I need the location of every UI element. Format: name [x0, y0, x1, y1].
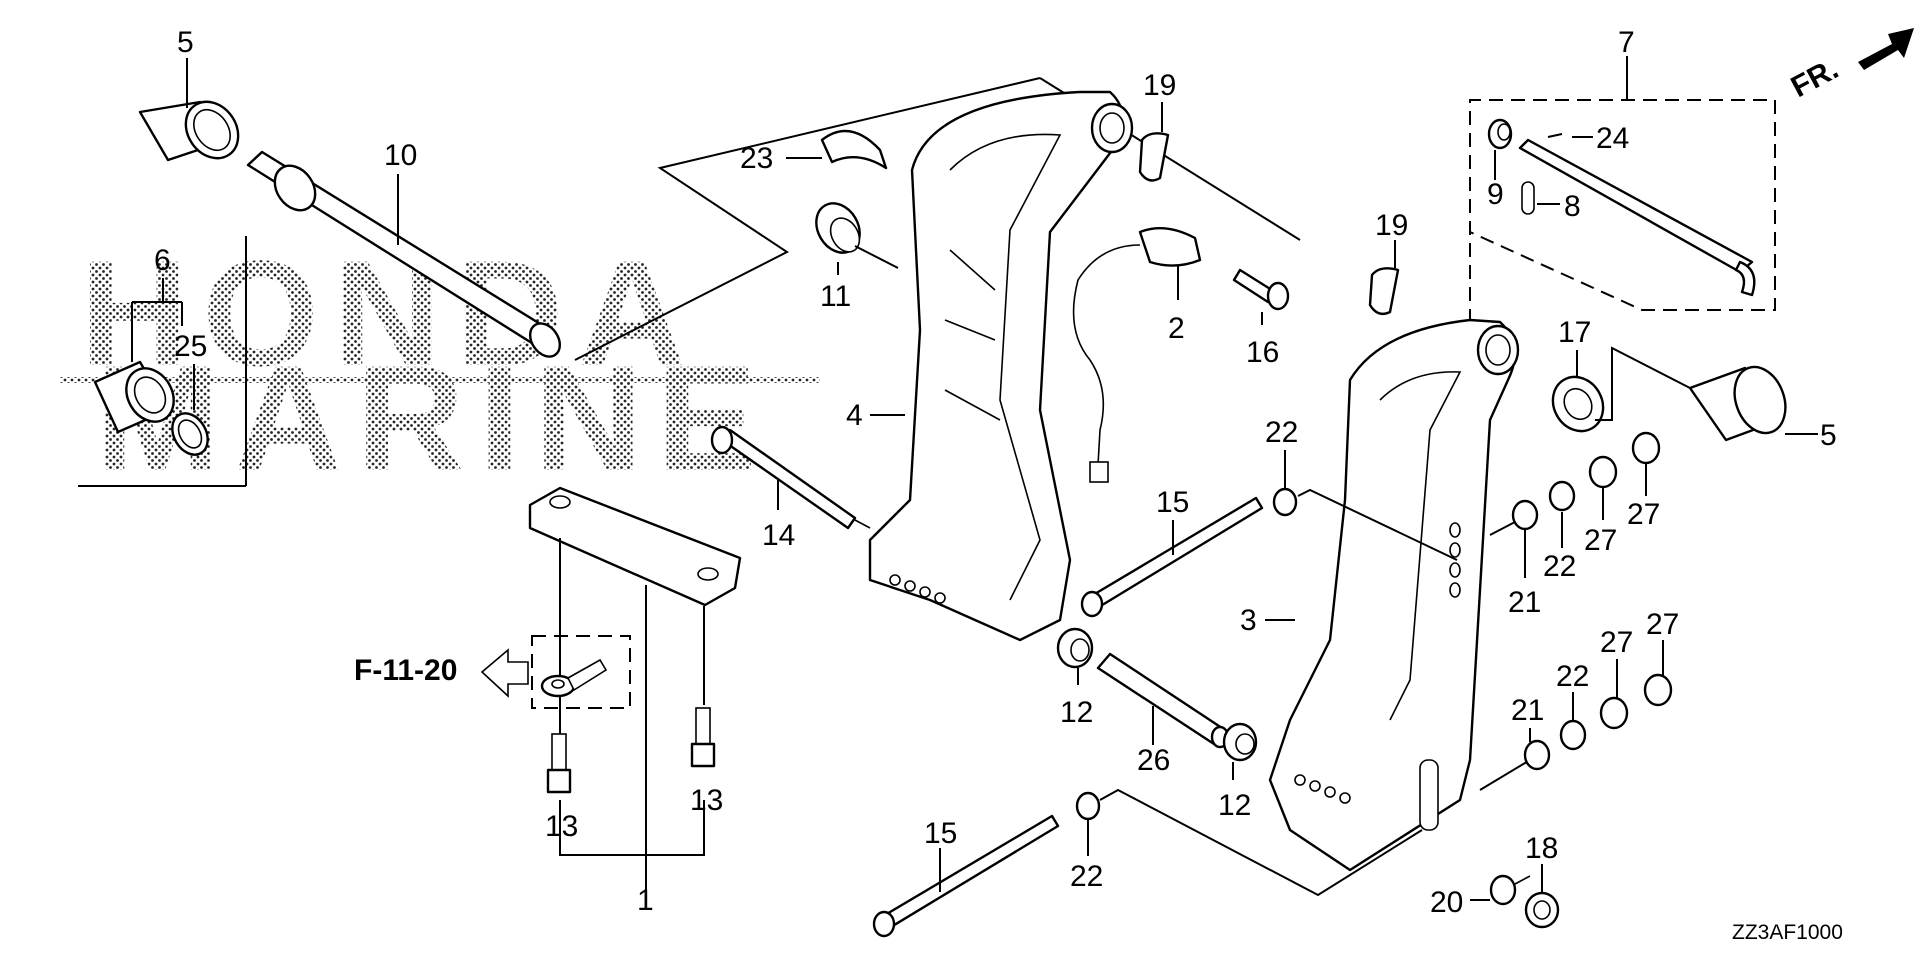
part-5-cap-left — [138, 58, 240, 162]
callout-13-left: 13 — [545, 810, 578, 843]
callout-26: 26 — [1137, 744, 1170, 777]
callout-15-upper: 15 — [1156, 486, 1189, 519]
part-26-pipe — [1096, 652, 1230, 749]
part-4-stern-bracket-left — [868, 90, 1134, 642]
part-25-o-ring — [171, 412, 209, 456]
hardware-stack-upper — [1489, 431, 1661, 578]
watermark-line1: HONDA — [80, 229, 700, 397]
callout-27-d: 27 — [1646, 608, 1679, 641]
front-arrow-icon — [1858, 28, 1914, 70]
callout-8: 8 — [1564, 190, 1581, 223]
callout-27-b: 27 — [1627, 498, 1660, 531]
watermark-line2: MARINE — [95, 334, 771, 502]
callout-20: 20 — [1430, 886, 1463, 919]
callout-12-upper: 12 — [1060, 696, 1093, 729]
callout-5: 5 — [177, 26, 194, 59]
callout-14: 14 — [762, 519, 795, 552]
part-7-tilt-lever-set — [1469, 56, 1776, 345]
arrow-left-icon — [480, 648, 529, 698]
callout-17: 17 — [1558, 316, 1591, 349]
callout-27-c: 27 — [1600, 626, 1633, 659]
front-label: FR. — [1786, 52, 1844, 104]
callout-2: 2 — [1168, 312, 1185, 345]
part-22-washer-upper — [1272, 450, 1458, 561]
part-14-bolt — [710, 425, 871, 530]
inset-frame — [78, 236, 247, 487]
callout-18: 18 — [1525, 832, 1558, 865]
part-3-stern-bracket-right — [1265, 318, 1520, 872]
part-10-swivel-shaft — [246, 150, 562, 358]
part-11-bushing — [815, 202, 899, 275]
callout-27-a: 27 — [1584, 524, 1617, 557]
part-13-bolt-right — [690, 707, 716, 768]
part-20-washer — [1470, 874, 1531, 906]
part-23-clamp — [786, 129, 888, 170]
callout-7: 7 — [1618, 26, 1635, 59]
part-12-bushing-lower — [1222, 722, 1258, 780]
reference-f-11-20[interactable]: F-11-20 — [354, 635, 631, 709]
part-5-cap-right — [1688, 365, 1818, 442]
watermark: HONDA MARINE — [60, 229, 820, 502]
callout-22-right-lower: 22 — [1556, 660, 1589, 693]
callout-13-right: 13 — [690, 784, 723, 817]
part-19-clip-lower — [1368, 240, 1400, 316]
callout-21-upper: 21 — [1508, 586, 1541, 619]
reference-label[interactable]: F-11-20 — [354, 654, 457, 687]
callout-1: 1 — [637, 884, 654, 917]
part-16-screw — [1232, 268, 1290, 325]
callout-19-upper: 19 — [1143, 69, 1176, 102]
callout-22-right-upper: 22 — [1543, 550, 1576, 583]
hardware-stack-lower — [1479, 640, 1673, 791]
part-22-washer-lower — [1075, 788, 1423, 897]
callout-22-lower: 22 — [1070, 860, 1103, 893]
diagram-code: ZZ3AF1000 — [1732, 921, 1843, 944]
callout-19-lower: 19 — [1375, 209, 1408, 242]
callout-10: 10 — [384, 139, 417, 172]
callout-12-lower: 12 — [1218, 789, 1251, 822]
callout-9: 9 — [1487, 178, 1504, 211]
callout-15-lower: 15 — [924, 817, 957, 850]
callout-21-lower: 21 — [1511, 694, 1544, 727]
callout-22-upper: 22 — [1265, 416, 1298, 449]
callout-3: 3 — [1240, 604, 1257, 637]
callout-24: 24 — [1596, 122, 1629, 155]
callout-23: 23 — [740, 142, 773, 175]
front-direction-indicator: FR. — [1786, 28, 1914, 104]
callout-4: 4 — [846, 399, 863, 432]
part-18-nut — [1524, 864, 1560, 929]
callout-16: 16 — [1246, 336, 1279, 369]
part-1-stern-plate — [528, 486, 742, 897]
callout-5-right: 5 — [1820, 419, 1837, 452]
part-6-cap-assembly — [93, 360, 175, 434]
part-19-clip-upper — [1138, 102, 1170, 182]
part-17-nut — [1551, 346, 1691, 433]
part-15-bolt-upper — [1080, 496, 1264, 618]
callout-11: 11 — [820, 280, 851, 313]
part-15-bolt-lower — [872, 814, 1060, 938]
part-13-bolt-left — [546, 733, 572, 794]
callout-6: 6 — [154, 244, 171, 277]
part-2-tilt-switch — [1072, 226, 1202, 483]
callout-25: 25 — [174, 330, 207, 363]
part-12-bushing-upper — [1056, 627, 1094, 685]
